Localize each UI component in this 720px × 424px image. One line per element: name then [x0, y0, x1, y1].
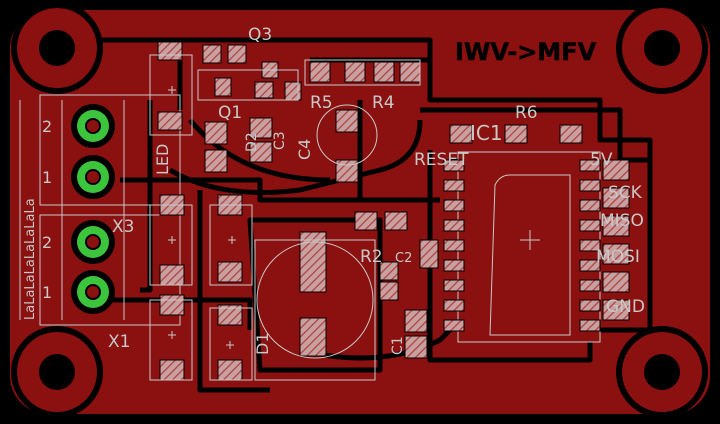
label-q1: Q1	[218, 103, 242, 123]
label-reset: RESET	[414, 150, 469, 170]
label-c2: C2	[395, 251, 412, 266]
side-text: LaLaLaLaLaLaLaLa	[23, 198, 38, 320]
label-r4: R4	[372, 93, 395, 113]
label-r5: R5	[310, 93, 333, 113]
label-5v: 5V	[590, 150, 613, 170]
label-c1: C1	[390, 336, 406, 355]
ic1-pins	[443, 159, 601, 332]
label-gnd: GND	[606, 297, 645, 317]
label-led: LED	[153, 144, 172, 175]
label-pin1b: 1	[42, 283, 52, 302]
board-title: IWV->MFV	[455, 38, 597, 66]
label-mosi: MOSI	[596, 247, 640, 267]
label-miso: MISO	[600, 211, 644, 231]
label-ic1: IC1	[470, 121, 503, 145]
label-pin2b: 2	[42, 233, 52, 252]
label-sck: SCK	[608, 183, 643, 203]
label-c3: C3	[272, 131, 288, 150]
label-d1: D1	[253, 333, 272, 356]
screw-terminal-x1	[39, 214, 181, 326]
label-d2: D2	[244, 132, 260, 152]
label-x3: X3	[112, 217, 134, 237]
label-pin2a: 2	[42, 117, 52, 136]
label-x1: X1	[108, 332, 130, 352]
isp-header-pads	[602, 159, 630, 321]
label-c4: C4	[295, 139, 314, 160]
screw-terminal-x3	[39, 94, 181, 206]
label-pin1a: 1	[42, 168, 52, 187]
ic1-footprint	[457, 151, 601, 343]
label-r6: R6	[515, 103, 538, 123]
label-r2: R2	[360, 247, 383, 267]
label-q3: Q3	[248, 25, 272, 45]
silkscreen-outlines	[149, 54, 421, 381]
